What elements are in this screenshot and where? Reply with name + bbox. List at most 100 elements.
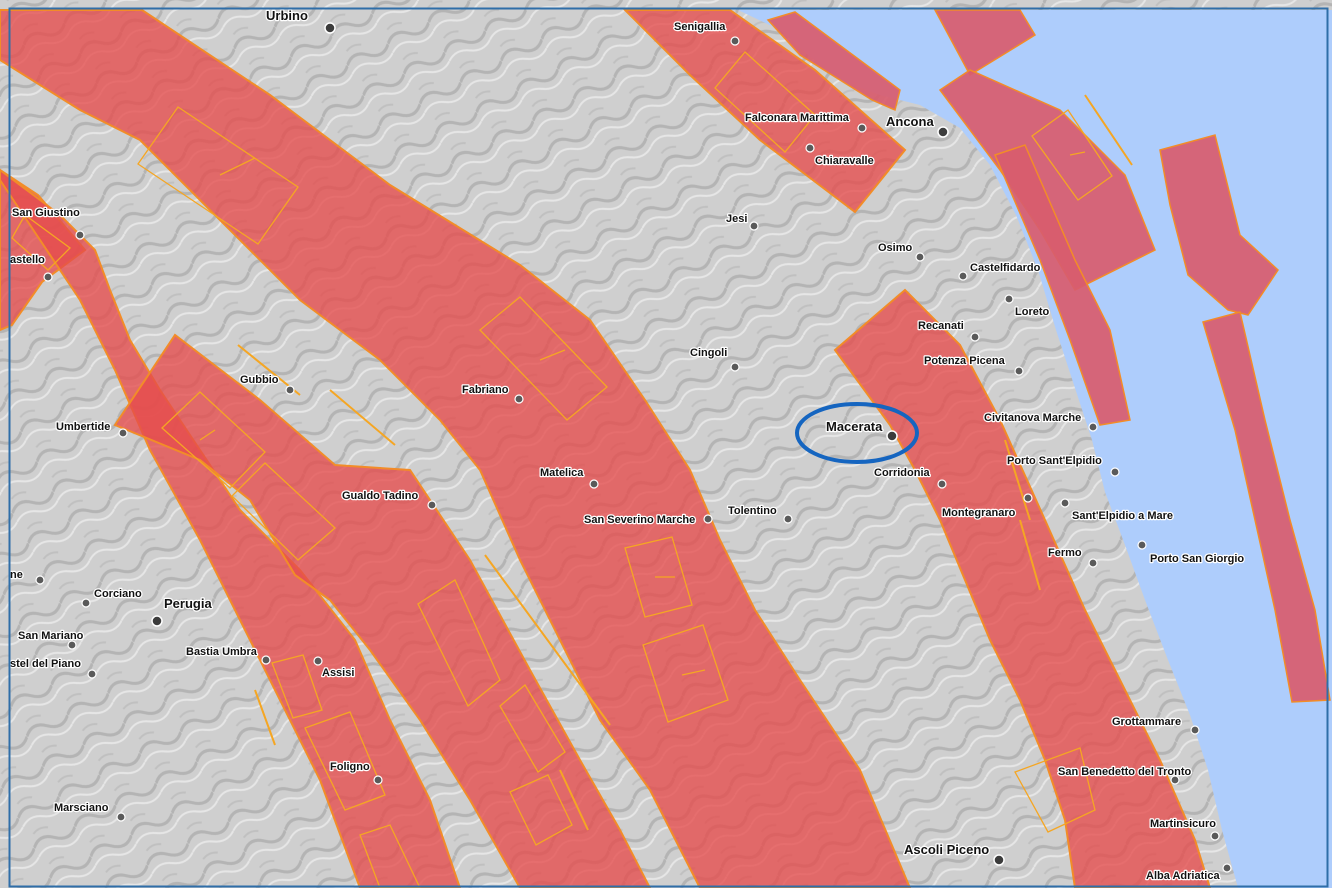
city-markers	[35, 22, 1232, 873]
source-box	[304, 711, 386, 811]
city-marker-one	[35, 575, 45, 585]
fault-line	[484, 554, 611, 726]
place-label-cingoli: Cingoli	[690, 347, 727, 359]
place-label-perugia: Perugia	[164, 596, 212, 611]
city-marker-sant-elpidio	[1060, 498, 1070, 508]
fault-line	[1019, 519, 1041, 591]
place-label-foligno: Foligno	[330, 761, 370, 773]
place-label-grottammare: Grottammare	[1112, 716, 1181, 728]
place-label-gubbio: Gubbio	[240, 374, 279, 386]
place-label-gualdo-tadino: Gualdo Tadino	[342, 490, 418, 502]
city-marker-umbertide	[118, 428, 128, 438]
source-box	[1014, 747, 1096, 833]
source-box	[624, 536, 693, 618]
offshore-zone-e	[1159, 134, 1279, 316]
place-label-senigallia: Senigallia	[674, 21, 726, 33]
city-marker-montegranaro	[1023, 493, 1033, 503]
place-label-jesi: Jesi	[726, 213, 747, 225]
place-label-castel-del-piano: stel del Piano	[10, 658, 81, 670]
city-marker-castel-del-piano	[87, 669, 97, 679]
source-box	[479, 296, 608, 421]
place-label-fabriano: Fabriano	[462, 384, 509, 396]
source-tick	[219, 157, 256, 176]
zone-macerata-belt	[833, 288, 1212, 888]
zone-gubbio-belt	[113, 333, 652, 888]
source-box	[499, 684, 566, 773]
city-marker-tolentino	[783, 514, 793, 524]
city-marker-ascoli-piceno	[993, 854, 1005, 866]
city-marker-chiaravalle	[805, 143, 815, 153]
city-marker-urbino	[324, 22, 336, 34]
place-label-porto-san-giorgio: Porto San Giorgio	[1150, 553, 1244, 565]
fault-line	[1084, 94, 1133, 166]
city-marker-foligno	[373, 775, 383, 785]
place-label-chiaravalle: Chiaravalle	[815, 155, 874, 167]
source-tick	[539, 349, 566, 361]
city-marker-fermo	[1088, 558, 1098, 568]
city-marker-matelica	[589, 479, 599, 489]
city-marker-civitanova	[1088, 422, 1098, 432]
place-label-recanati: Recanati	[918, 320, 964, 332]
source-tick	[681, 669, 706, 676]
city-marker-corciano	[81, 598, 91, 608]
city-marker-alba-adriatica	[1222, 863, 1232, 873]
city-marker-marsciano	[116, 812, 126, 822]
place-label-sant-elpidio: Sant'Elpidio a Mare	[1072, 510, 1173, 522]
city-marker-gubbio	[285, 385, 295, 395]
city-marker-cingoli	[730, 362, 740, 372]
city-marker-senigallia	[730, 36, 740, 46]
source-box	[161, 391, 266, 489]
place-label-osimo: Osimo	[878, 242, 913, 254]
source-box	[714, 51, 816, 153]
fault-traces	[237, 94, 1133, 831]
city-marker-bastia-umbra	[261, 655, 271, 665]
place-label-civitanova: Civitanova Marche	[984, 412, 1081, 424]
zone-fabriano-belt	[0, 9, 912, 888]
offshore-zones	[766, 9, 1331, 703]
source-box	[11, 214, 71, 271]
city-marker-san-severino	[703, 514, 713, 524]
place-label-potenza-picena: Potenza Picena	[924, 355, 1006, 367]
place-label-montegranaro: Montegranaro	[942, 507, 1016, 519]
source-tick	[1069, 151, 1086, 156]
place-label-fermo: Fermo	[1048, 547, 1082, 559]
place-label-castello: astello	[10, 254, 45, 266]
source-tick	[199, 429, 216, 441]
place-label-martinsicuro: Martinsicuro	[1150, 818, 1216, 830]
place-label-ancona: Ancona	[886, 114, 934, 129]
fault-line	[559, 769, 589, 831]
place-label-san-severino: San Severino Marche	[584, 514, 695, 526]
source-box	[417, 579, 501, 708]
city-marker-loreto	[1004, 294, 1014, 304]
source-box	[271, 654, 323, 719]
place-label-umbertide: Umbertide	[56, 421, 110, 433]
source-box	[231, 462, 336, 561]
source-box	[1031, 109, 1113, 201]
place-label-ascoli-piceno: Ascoli Piceno	[904, 842, 989, 857]
seismic-zones	[0, 9, 1212, 888]
offshore-zone-a	[766, 11, 901, 112]
place-label-urbino: Urbino	[266, 8, 308, 23]
place-label-san-giustino: San Giustino	[12, 207, 80, 219]
place-label-falconara: Falconara Marittima	[745, 112, 850, 124]
place-label-alba-adriatica: Alba Adriatica	[1146, 870, 1220, 882]
place-label-bastia-umbra: Bastia Umbra	[186, 646, 258, 658]
offshore-zone-d	[993, 144, 1131, 426]
city-marker-martinsicuro	[1210, 831, 1220, 841]
city-marker-porto-san-giorgio	[1137, 540, 1147, 550]
place-label-san-mariano: San Mariano	[18, 630, 84, 642]
city-marker-ancona	[937, 126, 949, 138]
city-marker-recanati	[970, 332, 980, 342]
city-marker-potenza-picena	[1014, 366, 1024, 376]
source-box	[509, 774, 573, 846]
city-marker-jesi	[749, 221, 759, 231]
city-marker-osimo	[915, 252, 925, 262]
city-marker-macerata	[886, 430, 898, 442]
macerata-highlight-ellipse	[795, 402, 919, 464]
zone-falconara	[622, 9, 907, 214]
place-label-porto-sant-elpidio: Porto Sant'Elpidio	[1007, 455, 1102, 467]
city-marker-grottammare	[1190, 725, 1200, 735]
city-marker-fabriano	[514, 394, 524, 404]
city-marker-san-giustino	[75, 230, 85, 240]
